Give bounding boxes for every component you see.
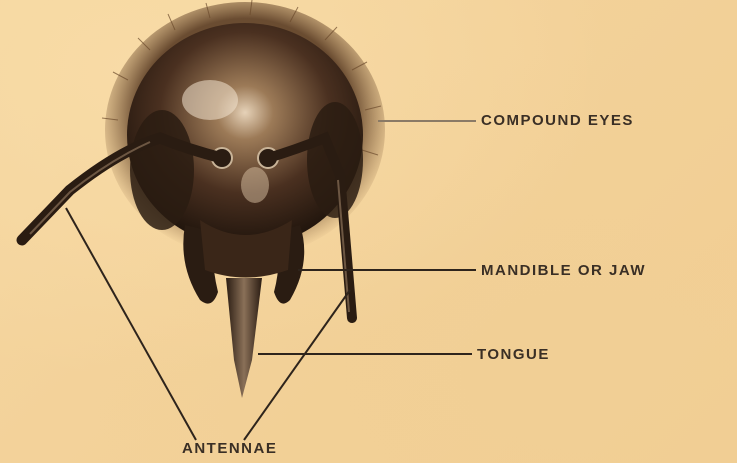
leader-antennae-right [244,290,350,440]
head-highlight-2 [241,167,269,203]
tongue [226,278,262,398]
label-tongue: TONGUE [477,346,550,363]
label-mandible: MANDIBLE OR JAW [481,262,646,279]
head-highlight [182,80,238,120]
leader-antennae-left [66,208,196,440]
label-antennae: ANTENNAE [182,440,277,457]
compound-eye-left [130,110,194,230]
label-compound-eyes: COMPOUND EYES [481,112,634,129]
